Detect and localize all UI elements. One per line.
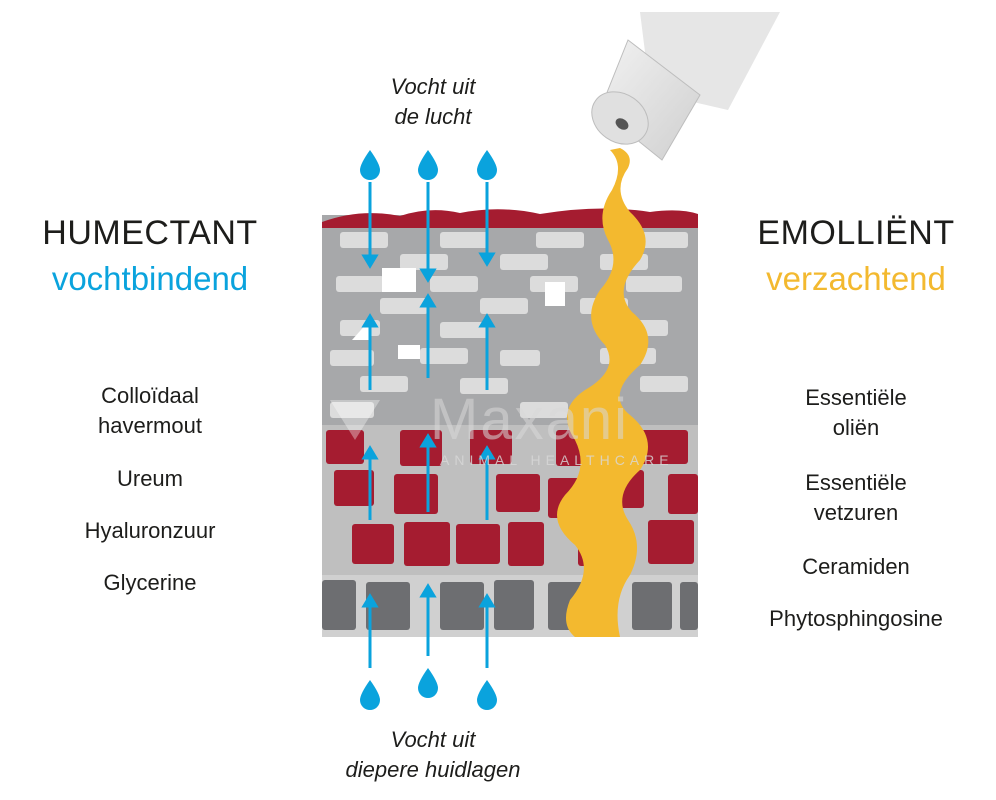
emollient-item-1-label: Essentiële oliën: [805, 385, 907, 440]
emollient-item-1: Essentiële oliën: [716, 383, 996, 443]
skin-surface: [322, 208, 698, 228]
humectant-item-1: Colloïdaal havermout: [0, 381, 300, 441]
humectant-item-1-label: Colloïdaal havermout: [98, 383, 202, 438]
emollient-subtitle: verzachtend: [766, 260, 946, 297]
humectant-item-3: Hyaluronzuur: [84, 518, 216, 543]
watermark-tagline: ANIMAL HEALTHCARE: [440, 452, 674, 468]
emollient-item-4: Phytosphingosine: [769, 606, 943, 631]
emollient-item-2-label: Essentiële vetzuren: [805, 470, 907, 525]
bottom-caption-line2: diepere huidlagen: [345, 757, 521, 782]
humectant-subtitle: vochtbindend: [51, 260, 249, 297]
water-drop-icon: [360, 150, 497, 710]
bottom-caption-line1: Vocht uit: [390, 727, 476, 752]
top-caption: Vocht uit de lucht: [283, 72, 583, 132]
tube-icon: [591, 12, 780, 161]
humectant-item-4: Glycerine: [103, 570, 197, 595]
bottom-caption: Vocht uit diepere huidlagen: [283, 725, 583, 785]
emollient-item-3: Ceramiden: [802, 554, 910, 579]
top-caption-line2: de lucht: [394, 104, 472, 129]
humectant-item-2: Ureum: [116, 466, 183, 491]
watermark-brand: Maxani: [430, 387, 629, 452]
watermark-mark-icon: [330, 400, 380, 440]
emollient-title: EMOLLIËNT: [757, 214, 955, 252]
emollient-stream: [557, 148, 649, 637]
humectant-title: HUMECTANT: [42, 214, 258, 252]
emollient-item-2: Essentiële vetzuren: [716, 468, 996, 528]
humectant-arrows: [361, 182, 496, 668]
base-cells: [322, 580, 698, 630]
top-caption-line1: Vocht uit: [390, 74, 476, 99]
